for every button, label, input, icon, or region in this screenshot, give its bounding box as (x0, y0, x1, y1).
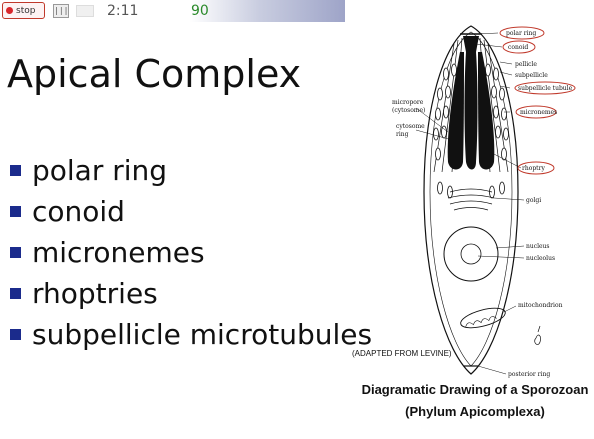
diagram-caption-line2: (Phylum Apicomplexa) (405, 404, 545, 419)
nucleolus (460, 243, 482, 265)
bullet-item: rhoptries (10, 273, 372, 314)
recording-timer: 2:11 (107, 3, 139, 19)
stop-label: stop (16, 5, 36, 16)
bullet-text: subpellicle microtubules (32, 318, 373, 351)
bullet-square-icon (10, 288, 21, 299)
label-subpellicle-tubule: subpellicle tubule (518, 85, 573, 92)
label-subpellicle: subpellicle (515, 72, 548, 79)
bullet-square-icon (10, 329, 21, 340)
micronemes (433, 63, 509, 199)
label-ring: ring (396, 131, 409, 138)
bullet-item: micronemes (10, 232, 372, 273)
slide-title: Apical Complex (7, 52, 302, 96)
label-conoid: conoid (508, 44, 528, 51)
signature-scribble (534, 325, 541, 345)
bullet-text: micronemes (32, 236, 205, 269)
label-micronemes: micronemes (520, 109, 557, 116)
bullet-text: polar ring (32, 154, 168, 187)
label-posterior-ring: posterior ring (508, 371, 550, 378)
bullet-list: polar ring conoid micronemes rhoptries s… (10, 150, 372, 355)
rhoptries (447, 52, 495, 170)
recorder-toolbar: stop ||| 2:11 90 (0, 0, 345, 22)
nucleus (443, 226, 499, 282)
conoid-shape (463, 36, 479, 52)
bullet-square-icon (10, 165, 21, 176)
bullet-text: rhoptries (32, 277, 158, 310)
bullet-square-icon (10, 247, 21, 258)
recording-counter: 90 (191, 3, 209, 19)
bullet-item: polar ring (10, 150, 372, 191)
label-circles (499, 26, 576, 175)
stop-button[interactable]: stop (2, 2, 45, 19)
bullet-item: subpellicle microtubules (10, 314, 372, 355)
label-golgi: golgi (526, 197, 541, 204)
recorder-preview-box (76, 5, 94, 17)
mitochondrion (460, 307, 506, 329)
label-nucleus: nucleus (526, 243, 550, 250)
cell-outline (423, 25, 519, 375)
golgi (447, 188, 495, 211)
label-cytosome: cytosome (396, 123, 425, 130)
adapted-from-credit: (ADAPTED FROM LEVINE) (352, 349, 452, 358)
diagram-caption-line1: Diagramatic Drawing of a Sporozoan (361, 382, 589, 397)
leader-lines (415, 32, 525, 375)
label-mitochondrion: mitochondrion (518, 302, 563, 309)
label-rhoptry: rhoptry (522, 165, 545, 172)
label-micropore: micropore (392, 99, 424, 106)
bullet-square-icon (10, 206, 21, 217)
pause-button[interactable]: ||| (53, 4, 69, 18)
label-cytosome-paren: (cytosome) (392, 107, 425, 114)
bullet-text: conoid (32, 195, 125, 228)
label-nucleolus: nucleolus (526, 255, 555, 262)
sporozoan-diagram: polar ring conoid pellicle subpellicle s… (352, 25, 576, 378)
label-polar-ring: polar ring (506, 30, 536, 37)
bullet-item: conoid (10, 191, 372, 232)
record-dot-icon (6, 7, 13, 14)
label-pellicle: pellicle (515, 61, 537, 68)
